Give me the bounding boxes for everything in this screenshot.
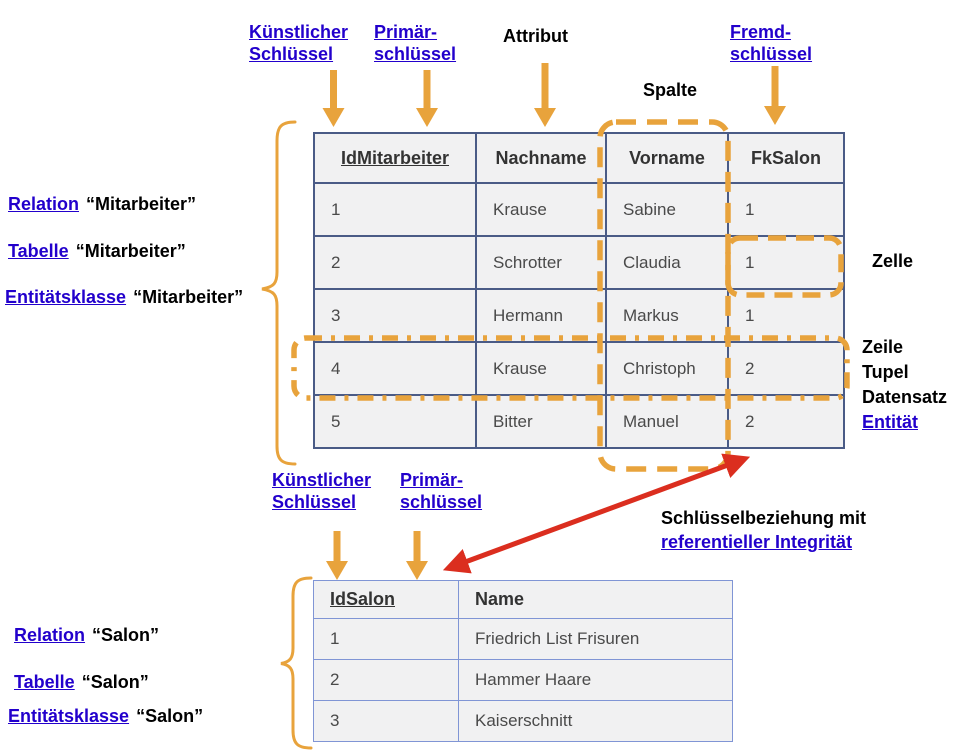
label-spalte: Spalte <box>643 80 698 100</box>
cell: 2 <box>313 659 459 701</box>
mitarbeiter-header-row: IdMitarbeiter Nachname Vorname FkSalon <box>313 132 845 184</box>
label-datensatz: Datensatz <box>862 387 948 407</box>
cell: Krause <box>475 182 607 237</box>
salon-header-name: Name <box>458 580 733 619</box>
entitaetsklasse-link[interactable]: Entitätsklasse <box>5 287 127 307</box>
mitarbeiter-header-fksalon: FkSalon <box>727 132 845 184</box>
cell: Hermann <box>475 288 607 343</box>
salon-header-row: IdSalon Name <box>313 580 733 619</box>
label-kuenstlicher-schluessel-mid[interactable]: Künstlicher Schlüssel <box>272 470 372 512</box>
label-primaerschluessel-top[interactable]: Primär- schlüssel <box>374 22 457 64</box>
table-row: 3 Hermann Markus 1 <box>313 288 845 343</box>
curly-brace-icon <box>280 576 313 750</box>
down-arrow-icon <box>416 70 438 127</box>
down-arrow-icon <box>406 531 428 580</box>
mitarbeiter-table: IdMitarbeiter Nachname Vorname FkSalon 1… <box>313 132 845 449</box>
down-arrow-icon <box>764 66 786 125</box>
cell: 1 <box>313 618 459 660</box>
table-row: 5 Bitter Manuel 2 <box>313 394 845 449</box>
cell: 1 <box>727 182 845 237</box>
label-tabelle-salon: Tabelle“Salon” <box>14 672 149 692</box>
table-row: 1 Friedrich List Frisuren <box>313 618 733 660</box>
cell: 2 <box>313 235 477 290</box>
cell: Krause <box>475 341 607 396</box>
tabelle-link[interactable]: Tabelle <box>8 241 69 261</box>
mitarbeiter-header-idmitarbeiter: IdMitarbeiter <box>313 132 477 184</box>
curly-brace-icon <box>261 120 297 466</box>
label-entitaetsklasse-salon: Entitätsklasse“Salon” <box>8 706 204 726</box>
cell: Bitter <box>475 394 607 449</box>
cell: 1 <box>727 288 845 343</box>
mitarbeiter-header-nachname: Nachname <box>475 132 607 184</box>
label-schluesselbeziehung: Schlüsselbeziehung mit referentieller In… <box>661 508 867 552</box>
cell: 1 <box>727 235 845 290</box>
salon-table: IdSalon Name 1 Friedrich List Frisuren 2… <box>313 580 733 742</box>
label-relation-salon: Relation“Salon” <box>14 625 160 645</box>
down-arrow-icon <box>326 531 348 580</box>
cell: 1 <box>313 182 477 237</box>
cell: Friedrich List Frisuren <box>458 618 733 660</box>
label-zeile: Zeile <box>862 337 904 357</box>
cell: 4 <box>313 341 477 396</box>
cell: 3 <box>313 700 459 742</box>
tabelle-link[interactable]: Tabelle <box>14 672 75 692</box>
label-relation-mitarbeiter: Relation“Mitarbeiter” <box>8 194 197 214</box>
cell: 2 <box>727 394 845 449</box>
label-zeile-group: Zeile Tupel Datensatz Entität <box>862 335 947 435</box>
label-tabelle-mitarbeiter: Tabelle“Mitarbeiter” <box>8 241 186 261</box>
label-primaerschluessel-mid[interactable]: Primär- schlüssel <box>400 470 483 512</box>
cell: Claudia <box>605 235 729 290</box>
referentielle-integritaet-link[interactable]: referentieller Integrität <box>661 532 853 552</box>
label-zelle: Zelle <box>872 251 914 271</box>
label-fremdschluessel[interactable]: Fremd- schlüssel <box>730 22 813 64</box>
cell: Kaiserschnitt <box>458 700 733 742</box>
label-attribut: Attribut <box>503 26 568 46</box>
cell: 3 <box>313 288 477 343</box>
label-entitaetsklasse-mitarbeiter: Entitätsklasse“Mitarbeiter” <box>5 287 244 307</box>
relation-link[interactable]: Relation <box>8 194 80 214</box>
cell: Hammer Haare <box>458 659 733 701</box>
entitaetsklasse-link[interactable]: Entitätsklasse <box>8 706 130 726</box>
down-arrow-icon <box>534 63 556 127</box>
relation-link[interactable]: Relation <box>14 625 86 645</box>
table-row: 2 Hammer Haare <box>313 659 733 701</box>
table-row: 4 Krause Christoph 2 <box>313 341 845 396</box>
entitaet-link[interactable]: Entität <box>862 412 918 432</box>
table-row: 2 Schrotter Claudia 1 <box>313 235 845 290</box>
cell: Manuel <box>605 394 729 449</box>
cell: Schrotter <box>475 235 607 290</box>
salon-header-idsalon: IdSalon <box>313 580 459 619</box>
cell: Christoph <box>605 341 729 396</box>
cell: 2 <box>727 341 845 396</box>
cell: Sabine <box>605 182 729 237</box>
table-row: 3 Kaiserschnitt <box>313 700 733 742</box>
table-row: 1 Krause Sabine 1 <box>313 182 845 237</box>
down-arrow-icon <box>322 70 345 127</box>
mitarbeiter-header-vorname: Vorname <box>605 132 729 184</box>
label-tupel: Tupel <box>862 362 909 382</box>
cell: Markus <box>605 288 729 343</box>
label-kuenstlicher-schluessel-top[interactable]: Künstlicher Schlüssel <box>249 22 349 64</box>
cell: 5 <box>313 394 477 449</box>
